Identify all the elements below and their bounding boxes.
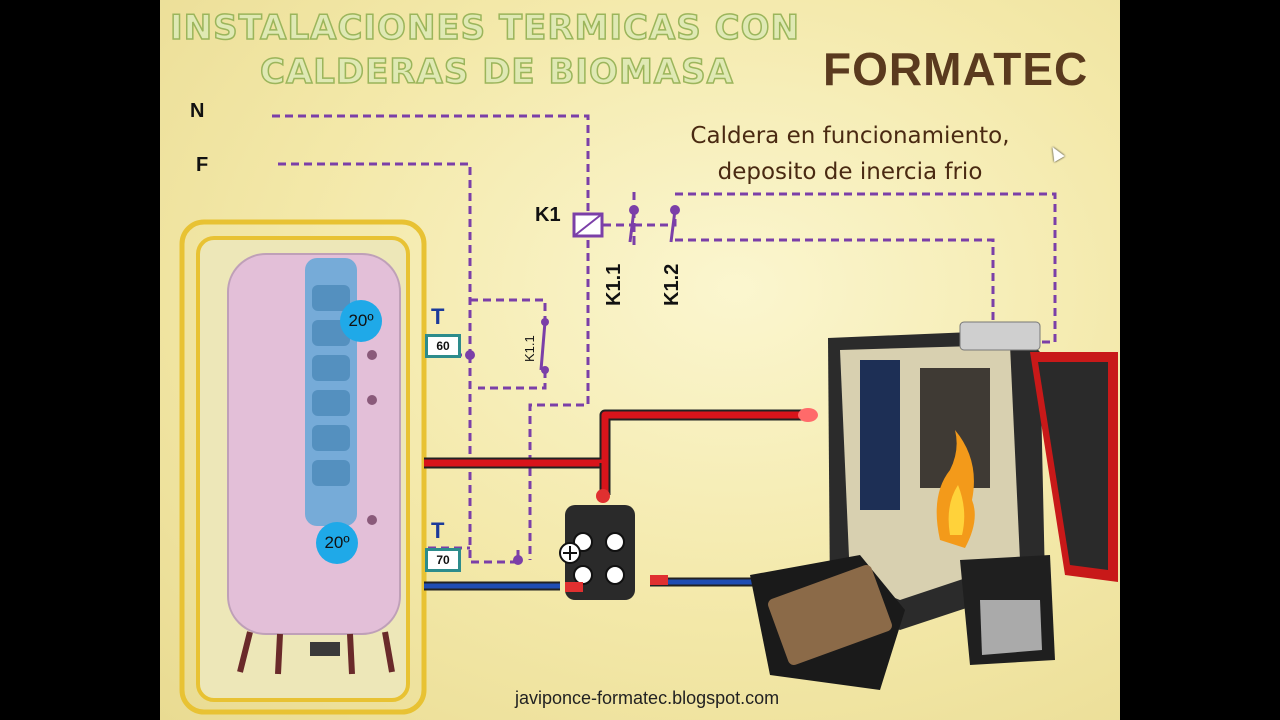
cold-pipe (424, 577, 800, 591)
biomass-boiler (750, 321, 1118, 690)
contact-k1-2-label: K1.2 (661, 263, 683, 306)
thermostat-2-setpoint: 70 (425, 548, 461, 572)
tank-bottom-temp-badge: 20º (316, 522, 358, 564)
title-line-2: CALDERAS DE BIOMASA (259, 51, 734, 93)
thermostat-1-setpoint: 60 (425, 334, 461, 358)
diagram-canvas (179, 114, 1118, 715)
hot-pipe-connector (798, 408, 818, 422)
relay-k1-coil (572, 212, 604, 238)
footer-url[interactable]: javiponce-formatec.blogspot.com (515, 688, 780, 708)
inertia-tank (179, 219, 427, 715)
tank-top-temp-badge: 20º (340, 300, 382, 342)
pump-group (559, 489, 668, 600)
thermostat-1-letter: T (431, 304, 445, 329)
tank-contact-label: K1.1 (522, 335, 537, 362)
relay-contacts (539, 192, 677, 371)
wire-junctions (465, 205, 680, 565)
status-text: Caldera en funcionamiento, deposito de i… (650, 118, 1050, 190)
status-line-2: deposito de inercia frio (717, 159, 983, 185)
title-line-1: INSTALACIONES TERMICAS CON (169, 7, 800, 49)
contact-k1-1-label: K1.1 (603, 263, 625, 306)
hot-pipe (424, 409, 810, 495)
status-line-1: Caldera en funcionamiento, (690, 123, 1010, 149)
neutral-label: N (190, 100, 205, 122)
brand-logo: FORMATEC (823, 43, 1089, 95)
thermostat-2-letter: T (431, 518, 445, 543)
relay-k1-label: K1 (535, 204, 561, 226)
phase-label: F (196, 154, 209, 176)
slide: INSTALACIONES TERMICAS CON CALDERAS DE B… (160, 0, 1120, 720)
